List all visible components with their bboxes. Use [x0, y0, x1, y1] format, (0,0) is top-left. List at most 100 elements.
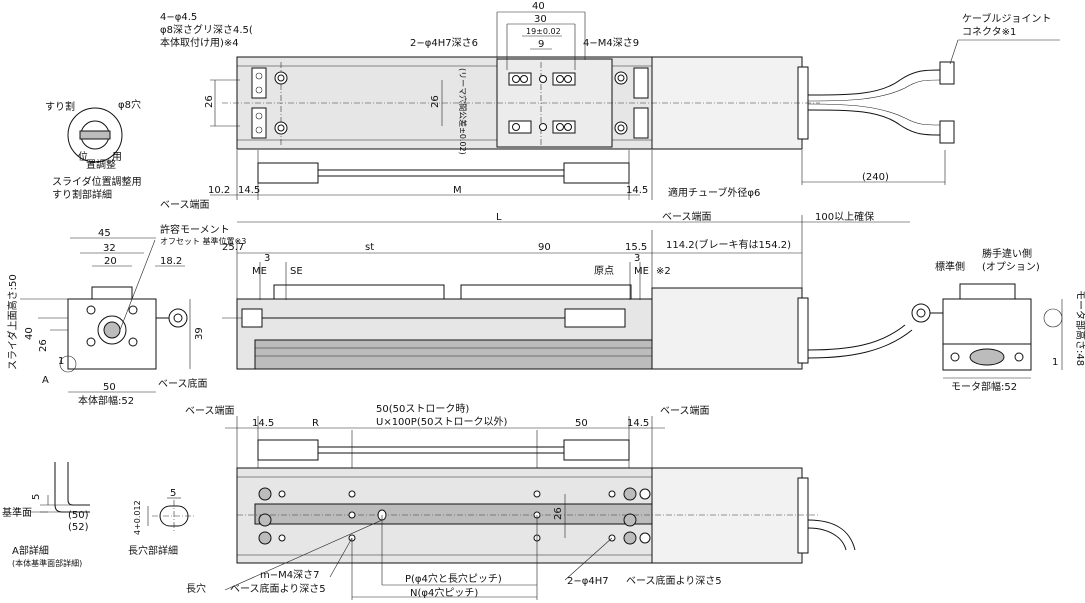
motor-end-body	[942, 298, 1032, 345]
dim-50: 50	[103, 382, 116, 393]
pin-label: 2−φ4H7	[567, 576, 609, 587]
dim-19: 19±0.02	[526, 27, 561, 36]
bottom-motor	[651, 467, 803, 564]
dim-3-right: 3	[634, 253, 640, 264]
dim-100: 100以上確保	[815, 210, 874, 223]
label-A: A	[42, 375, 49, 386]
slit-label: すり割	[45, 100, 75, 113]
dim-39: 39	[194, 327, 205, 340]
tap-label: m−M4深さ7	[260, 569, 319, 581]
bottom-dim-14-5-left: 14.5	[252, 418, 274, 429]
end-view-left: 45 32 20 18.2 許容モーメント オフセット 基準位置※3 スライダ上…	[6, 223, 246, 407]
pin-hole-label: 2−φ4H7深さ6	[410, 37, 478, 49]
tube-label: 適用チューブ外径φ6	[668, 186, 760, 199]
connector-lower	[939, 120, 955, 144]
bottom-dim-50: 50	[575, 418, 588, 429]
ref-face: 基準面	[2, 506, 32, 519]
note-2: ※2	[656, 266, 671, 277]
moment-2: オフセット 基準位置※3	[160, 236, 246, 246]
dim-25-7: 25.7	[222, 242, 244, 253]
side-cable	[807, 324, 906, 351]
slot-detail-title: 長穴部詳細	[128, 544, 178, 557]
cable-upper	[807, 69, 941, 96]
slot-dim-4: 4+0.012	[133, 500, 142, 535]
dim-15-5: 15.5	[625, 242, 647, 253]
slider-detail-title-1: スライダ位置調整用	[52, 175, 142, 188]
cable-lower	[807, 109, 941, 136]
detail-a: 5 基準面 (50) (52) A部詳細 (本体基準面部詳細)	[2, 462, 90, 568]
dim-M: M	[453, 185, 462, 196]
hole-spec-2: φ8深さグリ深さ4.5(	[160, 23, 253, 36]
tap-hole-label: 4−M4深さ9	[583, 37, 639, 49]
slider-detail-title-2: すり割部詳細	[52, 188, 112, 201]
dim-N: N(φ4穴ピッチ)	[410, 586, 478, 599]
side-tube-view: 10.2 14.5 M 14.5 適用チューブ外径φ6 (240) ベース端面	[160, 150, 946, 211]
hole8-label: φ8穴	[118, 98, 141, 111]
dim-P: P(φ4穴と長穴ピッチ)	[405, 572, 502, 585]
end-view-right: 標準側 勝手違い側 (オプション) モータ部高さ:48 1 モータ部幅:52	[911, 247, 1085, 393]
base-end-right: ベース端面	[662, 210, 712, 223]
bottom-base-end-left: ベース端面	[185, 404, 235, 417]
motor-dim-1: 1	[1052, 357, 1058, 368]
slot-dim-5: 5	[170, 488, 176, 499]
base-end-left: ベース端面	[160, 198, 210, 211]
bottom-dim-R: R	[312, 418, 319, 429]
dim-114: 114.2(ブレーキ有は154.2)	[666, 238, 791, 251]
adjust-label-3: 用	[112, 152, 122, 163]
moment-1: 許容モーメント	[160, 223, 230, 236]
motor-width: モータ部幅:52	[951, 380, 1017, 393]
adjust-label-1: 位	[78, 150, 88, 163]
dim-20: 20	[104, 256, 117, 267]
bottom-dim-U: U×100P(50ストローク以外)	[376, 416, 507, 428]
cable-label-1: ケーブルジョイント	[962, 12, 1051, 25]
dim-10-2: 10.2	[208, 185, 230, 196]
dim-240: (240)	[862, 172, 889, 183]
dim-14-5-right: 14.5	[626, 185, 648, 196]
hole-spec-1: 4−φ4.5	[160, 12, 197, 23]
cable-label-2: コネクタ※1	[962, 26, 1016, 38]
bottom-dim-26: 26	[553, 507, 564, 520]
detail-a-title-1: A部詳細	[12, 544, 49, 557]
slider-detail: すり割 φ8穴 位 置調整 用 スライダ位置調整用 すり割部詳細	[45, 98, 142, 201]
origin-label: 原点	[594, 265, 614, 277]
dim-45: 45	[98, 228, 111, 239]
dim-30: 30	[534, 14, 547, 25]
side-view: L 100以上確保 ベース端面 25.7 st 90 15.5 114.2(ブレ…	[222, 210, 913, 370]
dim-1: 1	[58, 356, 64, 367]
dim-40: 40	[532, 1, 545, 12]
slider-height: スライダ上面高さ:50	[6, 274, 19, 370]
dim-26: 26	[38, 339, 49, 352]
me-left: ME	[252, 266, 267, 277]
base-bottom: ベース底面	[158, 377, 208, 390]
detail-a-dim-5: 5	[31, 494, 42, 500]
me-right: ME	[634, 266, 649, 277]
bottom-dim-50-top: 50(50ストローク時)	[376, 403, 469, 415]
top-view: 4−φ4.5 φ8深さグリ深さ4.5( 本体取付け用)※4 2−φ4H7深さ6 …	[160, 1, 1060, 155]
hole-spec-3: 本体取付け用)※4	[160, 36, 239, 49]
tolerance-note: (リーマ穴間公差±0.02)	[458, 68, 468, 155]
se-label: SE	[290, 266, 303, 277]
depth-label-2: ベース底面より深さ5	[626, 574, 722, 587]
body-width: 本体部幅:52	[78, 394, 134, 407]
dim-90: 90	[538, 242, 551, 253]
dim-26-right: 26	[430, 95, 441, 108]
opposite-side-1: 勝手違い側	[982, 247, 1032, 260]
dim-26-left: 26	[204, 95, 215, 108]
dim-14-5-left: 14.5	[238, 185, 260, 196]
dim-3-left: 3	[264, 253, 270, 264]
opposite-side-2: (オプション)	[982, 261, 1040, 273]
slot-detail: 5 4+0.012 長穴部詳細	[128, 488, 195, 557]
slider-holes	[508, 72, 576, 134]
mount-holes-left	[251, 67, 288, 139]
bottom-view: ベース端面 ベース端面 14.5 R 50(50ストローク時) U×100P(5…	[185, 403, 856, 600]
slot-label: 長穴	[186, 582, 206, 595]
detail-a-title-2: (本体基準面部詳細)	[12, 558, 82, 568]
depth-label-1: ベース底面より深さ5	[230, 582, 326, 595]
dim-32: 32	[103, 243, 116, 254]
dim-st: st	[365, 242, 374, 253]
connector-upper	[939, 61, 955, 85]
detail-a-dim-52: (52)	[68, 522, 89, 533]
dim-40: 40	[24, 327, 35, 340]
